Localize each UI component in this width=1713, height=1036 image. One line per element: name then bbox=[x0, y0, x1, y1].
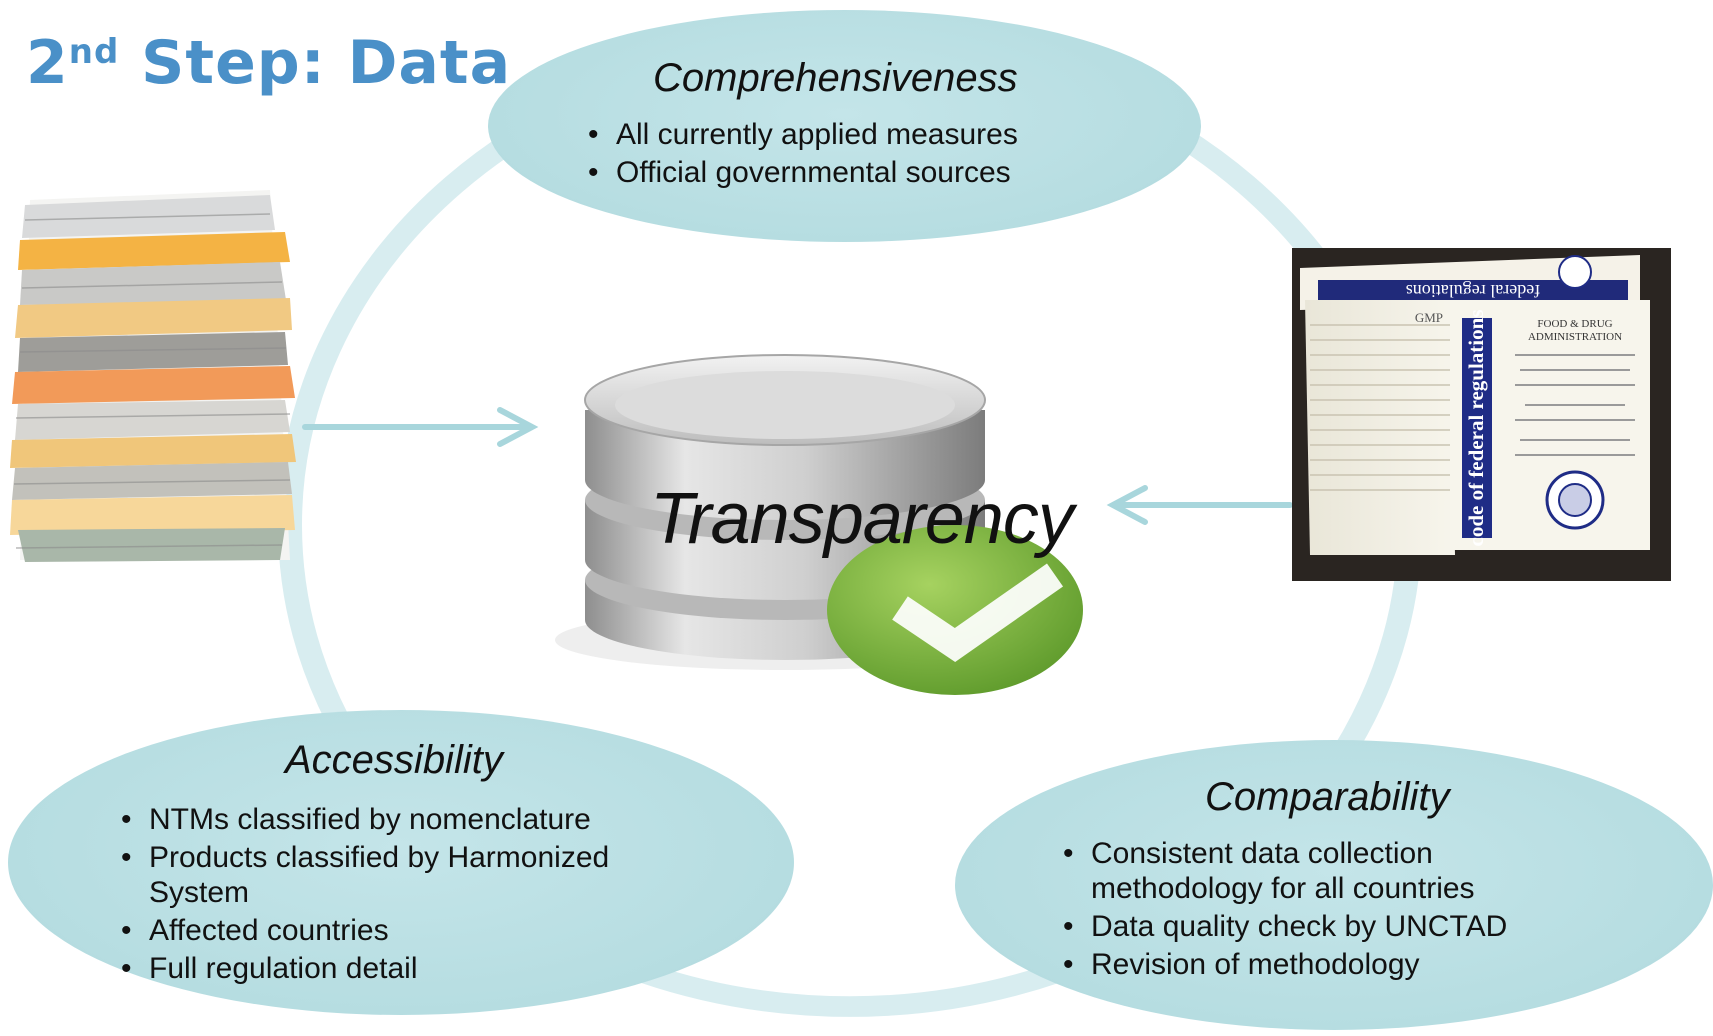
list-item: •Affected countries bbox=[121, 914, 389, 947]
list-item: •Official governmental sources bbox=[588, 156, 1011, 189]
comprehensiveness-title: Comprehensiveness bbox=[653, 56, 1018, 100]
book-gmp-label: GMP bbox=[1415, 310, 1443, 325]
comparability-title: Comparability bbox=[1205, 775, 1450, 819]
list-item: •Consistent data collection methodology … bbox=[1063, 837, 1475, 905]
book-cover-line-2: ADMINISTRATION bbox=[1528, 331, 1622, 343]
accessibility-title: Accessibility bbox=[285, 738, 503, 782]
paper-stack-image bbox=[10, 190, 296, 562]
book-top-label: federal regulations bbox=[1406, 281, 1540, 301]
arrow-right-to-center bbox=[1106, 485, 1293, 525]
list-item: •Revision of methodology bbox=[1063, 948, 1420, 981]
book-spine-title: code of federal regulations bbox=[1464, 310, 1488, 547]
comparability-list: •Consistent data collection methodology … bbox=[1063, 836, 1583, 985]
comparability-ellipse: Comparability •Consistent data collectio… bbox=[955, 740, 1713, 1030]
list-item: •Full regulation detail bbox=[121, 952, 418, 985]
list-item: •Data quality check by UNCTAD bbox=[1063, 910, 1508, 943]
checkmark-icon bbox=[827, 525, 1083, 695]
accessibility-ellipse: Accessibility •NTMs classified by nomenc… bbox=[8, 710, 794, 1015]
list-item: •NTMs classified by nomenclature bbox=[121, 803, 591, 836]
comprehensiveness-ellipse: Comprehensiveness •All currently applied… bbox=[488, 10, 1201, 242]
regulations-books-image: federal regulations GMP code of federal … bbox=[1292, 248, 1671, 581]
slide-title: 2nd Step: Data bbox=[26, 28, 512, 98]
accessibility-list: •NTMs classified by nomenclature •Produc… bbox=[121, 802, 681, 989]
book-cover-line-1: FOOD & DRUG bbox=[1537, 318, 1612, 330]
comprehensiveness-list: •All currently applied measures •Officia… bbox=[588, 117, 1018, 193]
arrow-left-to-center bbox=[302, 407, 539, 447]
list-item: •All currently applied measures bbox=[588, 118, 1018, 151]
transparency-label: Transparency bbox=[650, 479, 1074, 559]
list-item: •Products classified by Harmonized Syste… bbox=[121, 841, 610, 909]
